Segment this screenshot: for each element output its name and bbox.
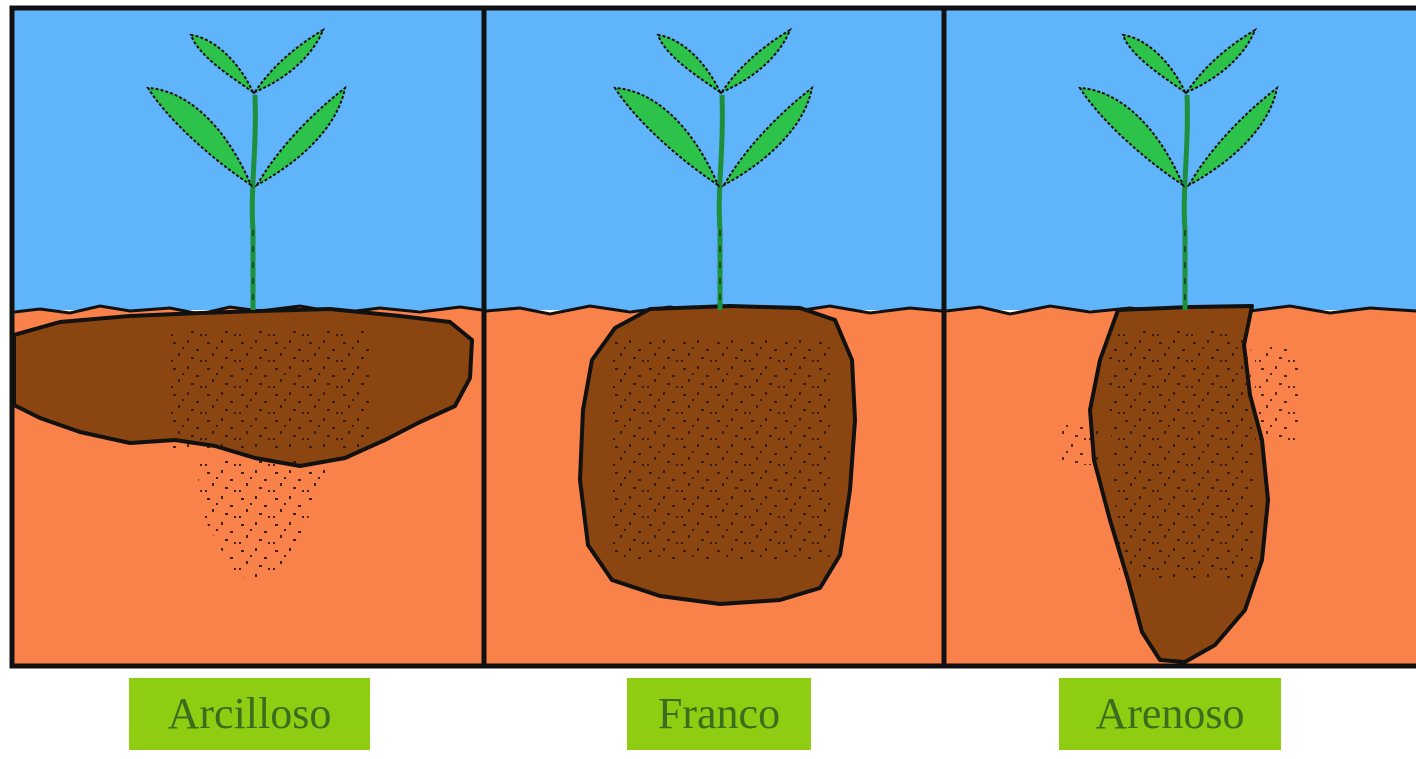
sky-area: [14, 10, 482, 310]
panel-franco: [486, 10, 942, 664]
sky-area: [946, 10, 1416, 310]
root-zone-speckle: [1105, 330, 1255, 580]
label-arenoso: Arenoso: [1059, 678, 1281, 750]
label-arcilloso: Arcilloso: [129, 678, 370, 750]
panel-arenoso: [946, 10, 1416, 664]
label-franco: Franco: [627, 678, 811, 750]
root-zone-speckle: [610, 340, 830, 560]
panel-arcilloso: [14, 10, 482, 664]
side-speckle: [1062, 425, 1100, 465]
root-zone-speckle: [170, 330, 370, 450]
side-speckle: [1255, 345, 1300, 440]
sky-area: [486, 10, 942, 310]
